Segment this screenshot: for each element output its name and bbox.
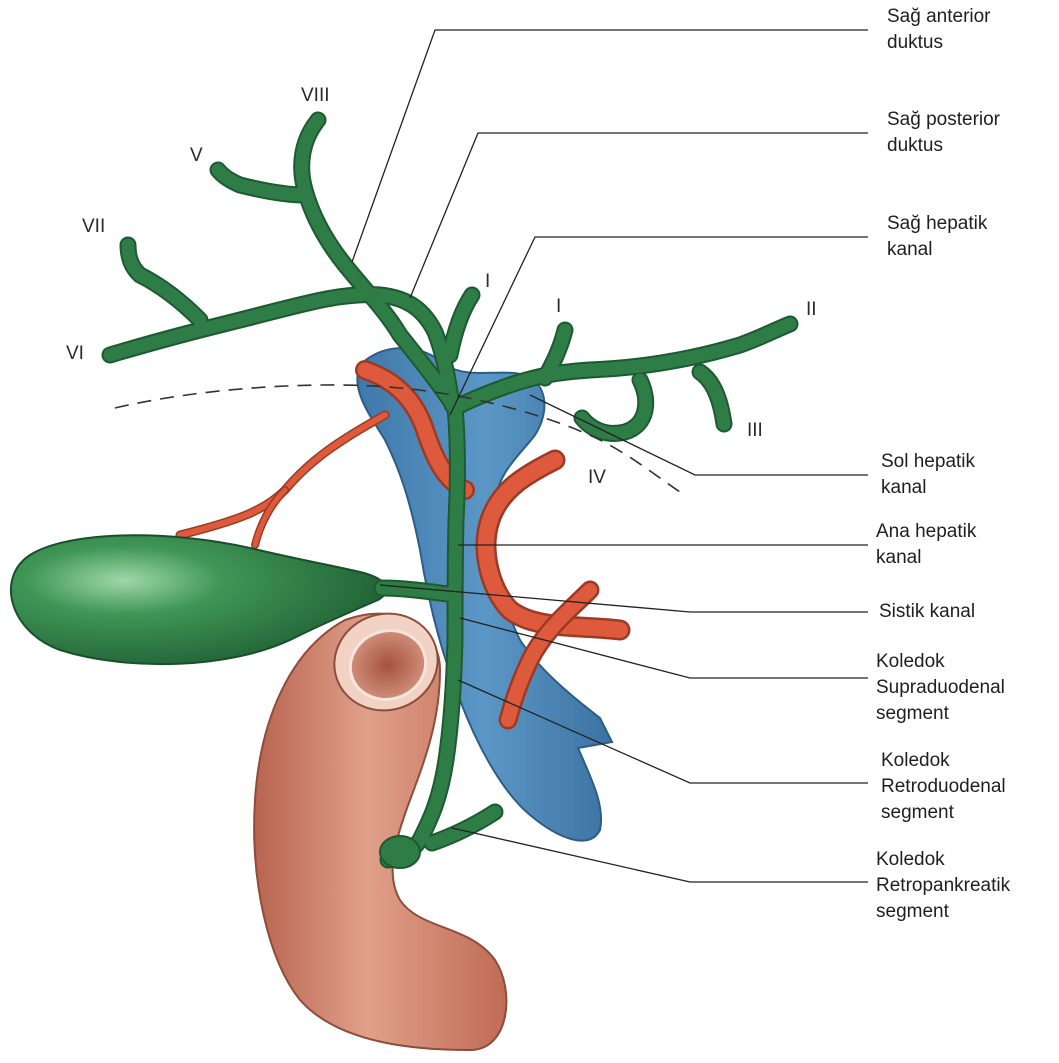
segment-label-iii: III <box>747 421 763 440</box>
label-right-anterior-duct: Sağ anterior duktus <box>887 4 1059 56</box>
label-supraduodenal-segment: Koledok Supraduodenal segment <box>876 649 1051 727</box>
leader-right-anterior-duct <box>352 30 868 262</box>
leader-right-posterior-duct <box>410 133 868 298</box>
segment-label-i-left: I <box>556 297 561 316</box>
label-right-posterior-duct: Sağ posterior duktus <box>887 107 1059 159</box>
label-common-hepatic-duct: Ana hepatik kanal <box>876 519 1051 571</box>
leader-left-hepatic-duct <box>530 395 868 475</box>
segment-label-i-right: I <box>485 272 490 291</box>
segment-label-viii: VIII <box>301 86 330 105</box>
label-right-hepatic-duct: Sağ hepatik kanal <box>887 211 1059 263</box>
label-retroduodenal-segment: Koledok Retroduodenal segment <box>881 748 1056 826</box>
biliary-tree <box>110 120 790 868</box>
label-left-hepatic-duct: Sol hepatik kanal <box>881 449 1056 501</box>
segment-label-v: V <box>190 146 203 165</box>
segment-label-iv: IV <box>588 468 606 487</box>
segment-label-vi: VI <box>66 344 84 363</box>
leader-retropancreatic <box>452 828 868 882</box>
segment-label-ii: II <box>806 300 817 319</box>
label-retropancreatic-segment: Koledok Retropankreatik segment <box>876 847 1051 925</box>
segment-label-vii: VII <box>82 217 105 236</box>
label-cystic-duct: Sistik kanal <box>879 599 1054 625</box>
